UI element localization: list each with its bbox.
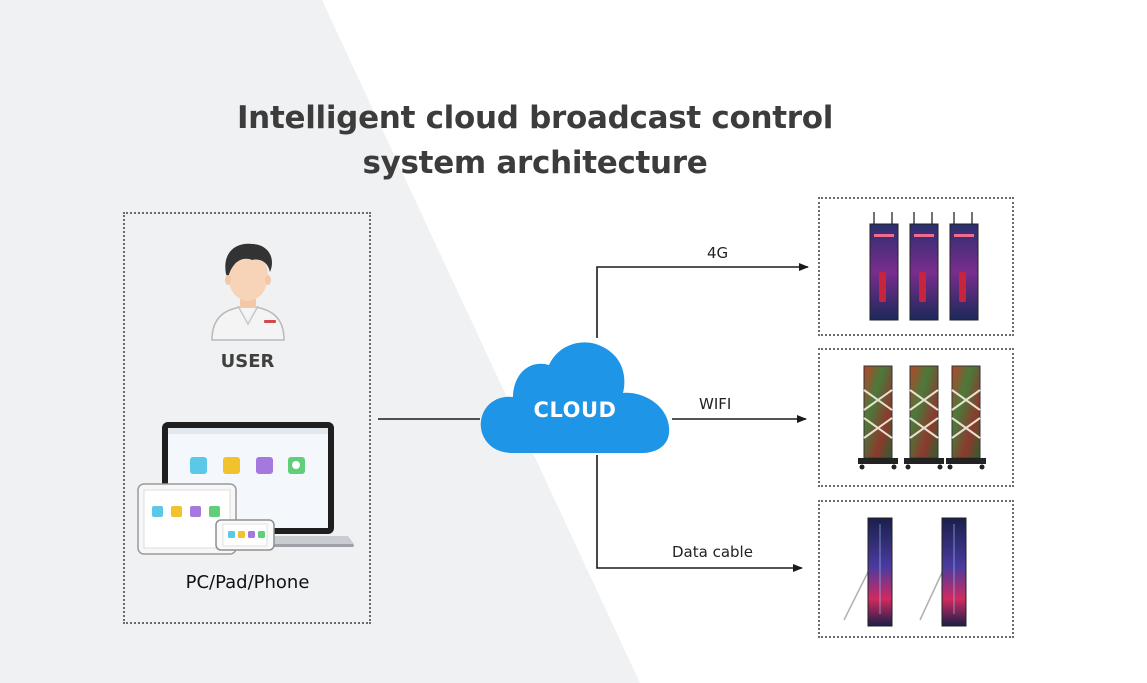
devices-label: PC/Pad/Phone (185, 572, 310, 593)
hanging-displays-box (818, 197, 1014, 336)
4g-connection-line (596, 263, 809, 338)
hanging-poster-displays-icon (869, 212, 979, 321)
connection-label-data-cable: Data cable (672, 543, 753, 561)
floor-standing-poster-displays-icon (858, 365, 986, 470)
title-line-1: Intelligent cloud broadcast control (236, 100, 834, 136)
easel-poster-displays-icon (843, 517, 967, 627)
cloud-icon (480, 342, 670, 453)
connection-label-wifi: WIFI (699, 395, 732, 413)
connection-label-4g: 4G (707, 244, 729, 262)
easel-displays-box (818, 500, 1014, 638)
user-devices-box (123, 212, 371, 624)
user-avatar-icon (211, 243, 285, 341)
title-line-2: system architecture (362, 145, 708, 181)
laptop-tablet-phone-icon (137, 422, 354, 555)
data-cable-connection-line (596, 455, 803, 572)
cloud-label: CLOUD (533, 398, 617, 422)
user-label: USER (220, 351, 275, 372)
floor-standing-displays-box (818, 348, 1014, 487)
